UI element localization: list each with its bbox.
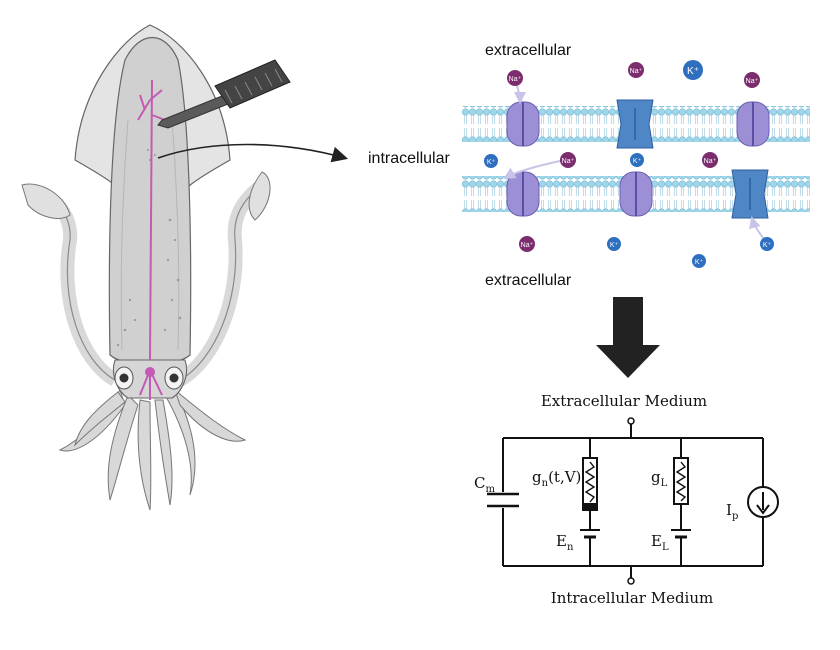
el-label: EL xyxy=(651,532,669,553)
svg-text:K⁺: K⁺ xyxy=(633,158,642,165)
left-club xyxy=(21,183,71,219)
svg-text:Na⁺: Na⁺ xyxy=(630,68,643,75)
current-source-icon xyxy=(747,486,779,518)
svg-text:Na⁺: Na⁺ xyxy=(521,242,534,249)
svg-text:Na⁺: Na⁺ xyxy=(746,78,759,85)
upper-channel-blue xyxy=(616,99,654,149)
circuit-bottom-label: Intracellular Medium xyxy=(551,589,713,607)
svg-text:K⁺: K⁺ xyxy=(610,242,619,249)
na-ion: Na⁺ xyxy=(744,72,760,88)
lower-channel-purple-1 xyxy=(506,171,540,217)
membrane-bottom-label: extracellular xyxy=(485,272,572,289)
gn-branch xyxy=(580,438,600,566)
k-ion: K⁺ xyxy=(630,153,644,167)
gl-branch xyxy=(671,438,691,566)
na-ion: Na⁺ xyxy=(702,152,718,168)
svg-text:Na⁺: Na⁺ xyxy=(509,76,522,83)
na-ion: Na⁺ xyxy=(628,62,644,78)
electrode-icon xyxy=(157,59,291,129)
en-label: En xyxy=(556,532,574,553)
down-arrow-icon xyxy=(596,297,660,378)
ip-label: Ip xyxy=(726,501,738,522)
na-ion: Na⁺ xyxy=(519,236,535,252)
k-ion: K⁺ xyxy=(760,237,774,251)
svg-text:K⁺: K⁺ xyxy=(687,66,699,77)
cm-label: Cm xyxy=(474,474,495,495)
k-ion: K⁺ xyxy=(692,254,706,268)
squid-illustration xyxy=(21,24,271,511)
k-ion: K⁺ xyxy=(607,237,621,251)
membrane-panel: extracellular intracellular extracellula… xyxy=(368,42,810,289)
svg-text:K⁺: K⁺ xyxy=(695,259,704,266)
na-ion: Na⁺ xyxy=(560,152,576,168)
k-ion: K⁺ xyxy=(683,60,703,80)
upper-channel-purple-1 xyxy=(506,101,540,147)
gn-label: gn(t,V) xyxy=(532,468,581,489)
circuit-top-label: Extracellular Medium xyxy=(541,392,707,410)
lower-channel-blue xyxy=(731,169,769,219)
membrane-capacitor xyxy=(487,492,519,508)
right-club xyxy=(248,171,271,221)
k-ion: K⁺ xyxy=(484,154,498,168)
svg-text:K⁺: K⁺ xyxy=(763,242,772,249)
svg-text:Na⁺: Na⁺ xyxy=(562,158,575,165)
svg-text:Na⁺: Na⁺ xyxy=(704,158,717,165)
na-ion: Na⁺ xyxy=(507,70,523,86)
membrane-top-label: extracellular xyxy=(485,42,572,59)
membrane-middle-label: intracellular xyxy=(368,150,450,167)
svg-text:K⁺: K⁺ xyxy=(487,159,496,166)
upper-channel-purple-2 xyxy=(736,101,770,147)
gl-label: gL xyxy=(651,468,668,489)
circuit-diagram: Extracellular Medium Intracellular Mediu… xyxy=(474,392,779,607)
lower-channel-purple-2 xyxy=(619,171,653,217)
pointer-arrow xyxy=(157,143,349,163)
